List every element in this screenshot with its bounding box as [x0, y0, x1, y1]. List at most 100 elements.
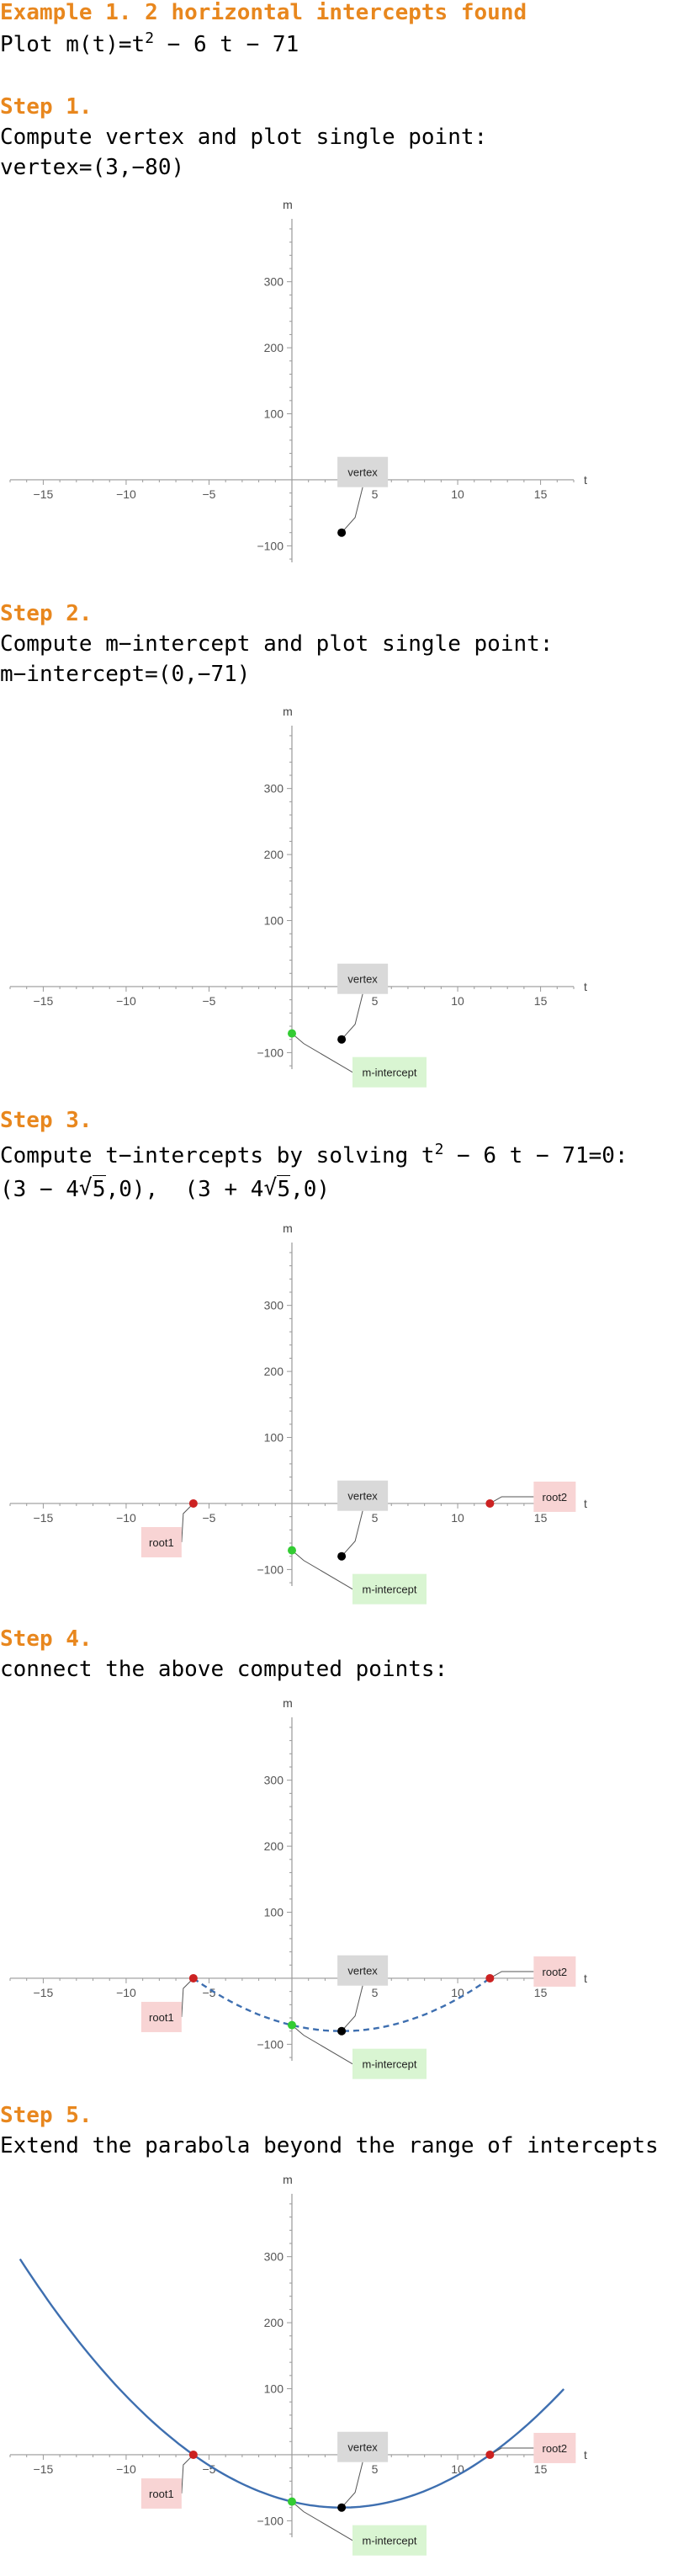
vertex-label: vertex — [347, 2441, 378, 2454]
root1-leader — [181, 1503, 194, 1542]
root1-label: root1 — [149, 1536, 174, 1549]
root2-leader — [490, 2447, 534, 2456]
y-tick-label: 100 — [264, 2382, 284, 2396]
y-tick-label: 200 — [264, 848, 284, 861]
step-5-text: Extend the parabola beyond the range of … — [0, 2133, 659, 2158]
y-tick-label: −100 — [257, 539, 284, 552]
step-3-title: Step 3. — [0, 1108, 93, 1133]
parabola-curve — [193, 1977, 491, 2032]
vertex-label: vertex — [347, 466, 378, 479]
x-tick-label: −5 — [202, 487, 215, 501]
vertex-label: vertex — [347, 1490, 378, 1503]
vertex-leader — [341, 1510, 363, 1557]
m-intercept-leader — [291, 2025, 353, 2065]
page-title: Example 1. 2 horizontal intercepts found — [0, 0, 527, 25]
m-intercept-point — [288, 2497, 296, 2506]
m-intercept-label-box — [352, 1573, 427, 1605]
root2-point — [485, 1498, 495, 1508]
vertex-label-box — [337, 1480, 389, 1511]
x-tick-label: 5 — [372, 1986, 379, 1999]
root1-label: root1 — [149, 2011, 174, 2024]
x-tick-label: −15 — [34, 2462, 54, 2476]
x-tick-label: −10 — [116, 1511, 136, 1525]
x-axis-label: t — [584, 473, 587, 487]
x-tick-label: 10 — [451, 1511, 464, 1525]
root-a-pre: (3 − 4 — [0, 1177, 79, 1202]
x-tick-label: 5 — [372, 1511, 379, 1525]
step-2-intercept: m−intercept=(0,−71) — [0, 662, 251, 687]
y-tick-label: 300 — [264, 2250, 284, 2264]
step-3-text-prefix: Compute t−intercepts by solving t — [0, 1143, 435, 1168]
m-intercept-label-box — [352, 2048, 427, 2079]
root1-label-box — [140, 2478, 182, 2509]
x-tick-label: 10 — [451, 1986, 464, 1999]
vertex-point — [337, 528, 347, 537]
y-axis-label: m — [283, 198, 293, 211]
vertex-leader — [341, 487, 363, 534]
vertex-label: vertex — [347, 1965, 378, 1977]
root-b-post: ,0) — [290, 1177, 331, 1202]
root1-label-box — [140, 1526, 182, 1557]
root-b-pre: (3 + 4 — [184, 1177, 264, 1202]
m-intercept-label-box — [352, 1056, 427, 1088]
root1-label-box — [140, 2001, 182, 2032]
x-tick-label: −15 — [34, 1511, 54, 1525]
y-axis-label: m — [283, 1696, 293, 1710]
x-tick-label: 5 — [372, 994, 379, 1008]
x-tick-label: 10 — [451, 2462, 464, 2476]
root1-leader — [181, 1977, 194, 2017]
x-tick-label: 15 — [534, 994, 548, 1008]
m-intercept-label-box — [352, 2525, 427, 2556]
vertex-leader — [341, 1985, 363, 2032]
step-1-vertex: vertex=(3,−80) — [0, 155, 185, 180]
vertex-label-box — [337, 2431, 389, 2462]
x-axis-label: t — [584, 980, 587, 993]
root2-point — [485, 1973, 495, 1983]
x-tick-label: 5 — [372, 487, 379, 501]
root2-leader — [490, 1971, 534, 1979]
x-tick-label: −5 — [202, 2462, 215, 2476]
root2-point — [485, 2450, 495, 2459]
x-tick-label: −10 — [116, 994, 136, 1008]
m-intercept-label: m-intercept — [362, 1583, 416, 1596]
step-3-text: Compute t−intercepts by solving t2 − 6 t… — [0, 1142, 628, 1169]
step-2-title: Step 2. — [0, 601, 93, 626]
root1-point — [188, 2450, 198, 2459]
function-prefix: Plot m(t)=t — [0, 32, 146, 57]
m-intercept-label: m-intercept — [362, 1067, 416, 1079]
y-tick-label: 200 — [264, 341, 284, 354]
x-tick-label: 15 — [534, 1511, 548, 1525]
step-2-text: Compute m−intercept and plot single poin… — [0, 631, 554, 657]
root2-label: root2 — [543, 1966, 568, 1978]
y-tick-label: 200 — [264, 2316, 284, 2329]
root-a-post: ,0), — [105, 1177, 159, 1202]
root-b-radicand: 5 — [277, 1175, 291, 1202]
m-intercept-label: m-intercept — [362, 2058, 416, 2071]
x-tick-label: 10 — [451, 487, 464, 501]
root1-leader — [181, 2454, 194, 2494]
x-tick-label: 15 — [534, 1986, 548, 1999]
vertex-point — [337, 1035, 347, 1044]
y-tick-label: 300 — [264, 1774, 284, 1787]
y-tick-label: 100 — [264, 1431, 284, 1445]
y-tick-label: 100 — [264, 914, 284, 928]
x-tick-label: −10 — [116, 487, 136, 501]
x-tick-label: 10 — [451, 994, 464, 1008]
y-axis-label: m — [283, 2173, 293, 2186]
root1-point — [188, 1498, 198, 1508]
m-intercept-point — [288, 1029, 296, 1038]
vertex-point — [337, 1551, 347, 1561]
function-definition: Plot m(t)=t2 − 6 t − 71 — [0, 31, 299, 58]
vertex-label: vertex — [347, 973, 378, 986]
step-1-text: Compute vertex and plot single point: — [0, 125, 488, 150]
m-intercept-leader — [291, 1033, 353, 1073]
y-tick-label: −100 — [257, 1046, 284, 1059]
root1-label: root1 — [149, 2488, 174, 2500]
y-tick-label: −100 — [257, 1562, 284, 1576]
x-tick-label: −15 — [34, 994, 54, 1008]
x-axis-label: t — [584, 1497, 587, 1510]
x-tick-label: −5 — [202, 1986, 215, 1999]
y-tick-label: −100 — [257, 2037, 284, 2051]
y-axis-label: m — [283, 1221, 293, 1235]
